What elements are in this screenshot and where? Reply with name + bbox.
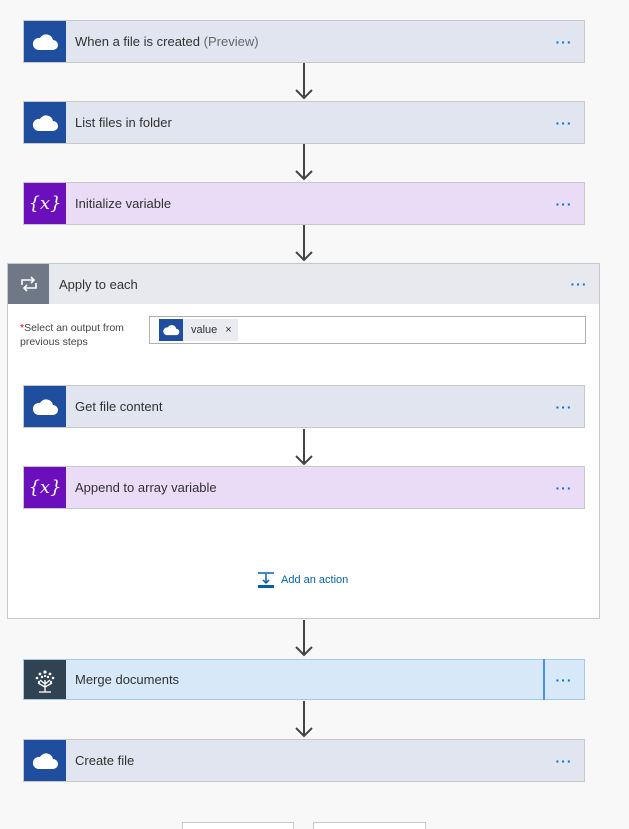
add-action-button[interactable]: Add an action: [257, 571, 348, 589]
step-title: Initialize variable: [75, 196, 172, 211]
step-title: Merge documents: [75, 672, 180, 687]
add-action-icon: [258, 572, 274, 588]
arrow-down-icon: [295, 63, 313, 100]
add-action-label: Add an action: [281, 574, 349, 586]
save-button[interactable]: [313, 822, 426, 829]
onedrive-cloud-icon: [24, 386, 66, 427]
more-options-button[interactable]: ···: [555, 479, 573, 496]
tree-icon: [24, 660, 66, 699]
arrow-down-icon: [295, 620, 313, 657]
select-output-label: *Select an output from previous steps: [20, 322, 124, 348]
more-options-button[interactable]: ···: [555, 33, 573, 50]
token-label: value: [191, 324, 218, 336]
step-list-files[interactable]: List files in folder ···: [23, 101, 585, 144]
onedrive-cloud-icon: [24, 740, 66, 781]
step-initialize-variable[interactable]: {x} Initialize variable ···: [23, 182, 585, 225]
arrow-down-icon: [295, 225, 313, 262]
variable-icon: {x}: [24, 183, 66, 224]
step-title: When a file is created (Preview): [75, 34, 259, 49]
more-options-button[interactable]: ···: [555, 114, 573, 131]
more-options-button[interactable]: ···: [555, 195, 573, 212]
arrow-down-icon: [295, 429, 313, 466]
arrow-down-icon: [295, 701, 313, 738]
more-options-button[interactable]: ···: [555, 671, 573, 688]
onedrive-cloud-icon: [159, 319, 183, 341]
value-token[interactable]: value ×: [159, 319, 238, 341]
step-title: List files in folder: [75, 115, 172, 130]
variable-icon: {x}: [24, 467, 66, 508]
more-options-button[interactable]: ···: [570, 276, 588, 292]
onedrive-cloud-icon: [24, 21, 66, 62]
onedrive-cloud-icon: [24, 102, 66, 143]
apply-to-each-header[interactable]: Apply to each ···: [8, 264, 599, 304]
step-get-file-content[interactable]: Get file content ···: [23, 385, 585, 428]
step-title: Create file: [75, 753, 135, 768]
more-options-button[interactable]: ···: [555, 752, 573, 769]
apply-to-each-container: Apply to each ··· *Select an output from…: [7, 263, 600, 619]
step-when-file-created[interactable]: When a file is created (Preview) ···: [23, 20, 585, 63]
step-title: Get file content: [75, 399, 163, 414]
step-title: Append to array variable: [75, 480, 217, 495]
loop-icon: [8, 264, 49, 304]
arrow-down-icon: [295, 144, 313, 181]
selection-divider: [543, 659, 545, 700]
select-output-input[interactable]: value ×: [149, 316, 586, 344]
step-append-to-array[interactable]: {x} Append to array variable ···: [23, 466, 585, 509]
remove-token-button[interactable]: ×: [225, 324, 232, 336]
step-merge-documents[interactable]: Merge documents ···: [23, 659, 585, 700]
new-step-button[interactable]: [182, 822, 294, 829]
more-options-button[interactable]: ···: [555, 398, 573, 415]
step-create-file[interactable]: Create file ···: [23, 739, 585, 782]
step-title: Apply to each: [59, 276, 138, 292]
